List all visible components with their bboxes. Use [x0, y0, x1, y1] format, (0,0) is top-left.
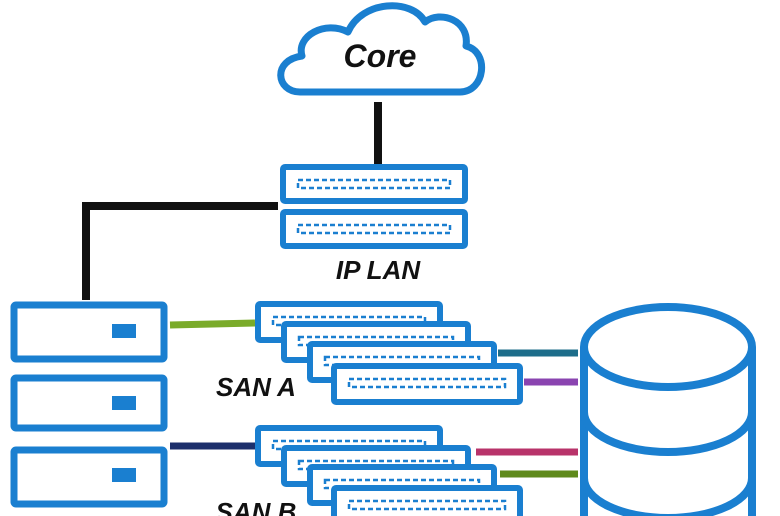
ip-lan-label: IP LAN	[336, 255, 421, 285]
san-a-label: SAN A	[216, 372, 296, 402]
san-a-switch-stack: SAN A	[216, 301, 523, 405]
server-to-san-a-link	[169, 319, 256, 329]
switch-to-server-cable	[82, 202, 278, 300]
black-cables	[82, 102, 382, 300]
san-b-label: SAN B	[216, 497, 297, 516]
ip-lan-switch-unit-bottom	[280, 209, 468, 249]
storage-database-icon	[580, 303, 756, 516]
server-stack	[10, 301, 168, 508]
server-unit	[10, 301, 168, 363]
core-cloud-icon: Core	[277, 2, 485, 96]
ip-lan-switch: IP LAN	[280, 164, 468, 285]
san-b-switch-stack: SAN B	[216, 425, 523, 516]
ip-lan-switch-unit-top	[280, 164, 468, 204]
server-unit	[10, 374, 168, 432]
san-a-switch-unit	[331, 363, 523, 405]
server-unit	[10, 446, 168, 508]
core-label: Core	[344, 38, 417, 74]
san-links	[169, 319, 578, 478]
san-b-switch-unit	[331, 485, 523, 516]
